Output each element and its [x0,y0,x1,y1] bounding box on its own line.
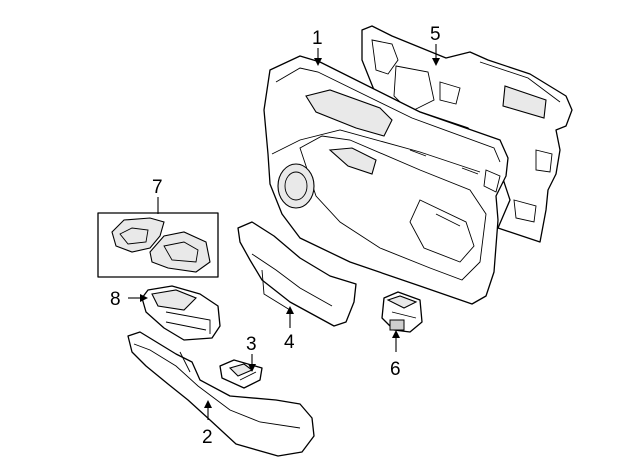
leader-1-arrow [314,58,322,66]
part-8-window-switch [141,285,221,341]
leader-6-arrow [392,330,400,338]
part-4-panel-insert [237,221,357,327]
callout-5: 5 [430,24,441,45]
callout-2: 2 [202,427,213,448]
leader-4-arrow [286,306,294,314]
callout-3: 3 [246,334,257,355]
callout-4: 4 [284,332,295,353]
part-1-door-panel [263,55,509,305]
leader-8-arrow [140,294,148,302]
part-7-switch-bezel [97,212,219,278]
leader-3-arrow [248,364,256,372]
part-2-armrest [127,331,315,457]
callout-6: 6 [390,359,401,380]
leader-5-arrow [432,58,440,66]
part-6-switch [381,291,423,333]
callout-7: 7 [152,177,163,198]
callout-1: 1 [312,28,323,49]
leader-2-arrow [204,400,212,408]
callout-8: 8 [110,289,121,310]
leader-lines [128,44,440,420]
